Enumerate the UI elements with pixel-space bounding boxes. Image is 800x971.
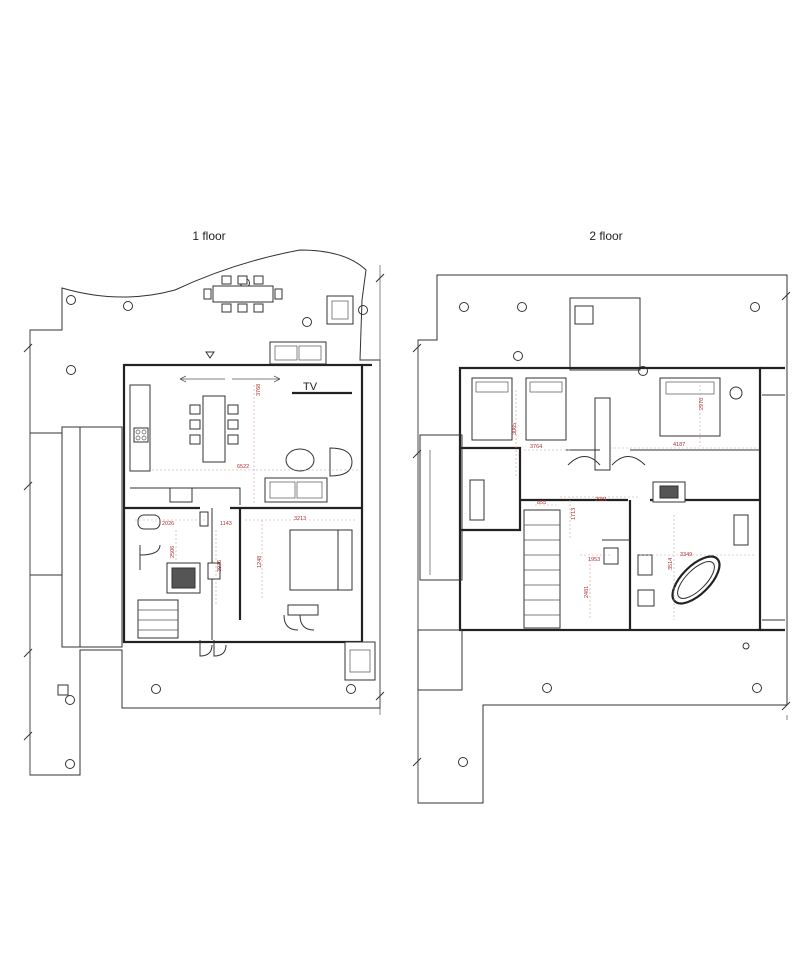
dim-label: 1953	[588, 557, 600, 563]
outdoor-dining-table	[203, 275, 283, 313]
front-door	[199, 640, 227, 657]
floor1-plan: TV	[29, 249, 381, 776]
post-circle	[638, 366, 648, 376]
sink	[137, 514, 161, 530]
balcony-projection	[569, 297, 641, 371]
post-circle	[750, 302, 760, 312]
outdoor-lounge-chair	[344, 641, 376, 681]
floor1-house-walls	[122, 363, 364, 644]
dim-label: 1713	[571, 508, 577, 520]
break-marks	[23, 273, 791, 767]
post-circle	[542, 683, 552, 693]
post-circle	[123, 301, 133, 311]
dim-label: 3764	[530, 444, 542, 450]
post-circle	[513, 351, 523, 361]
dim-label: 3349	[680, 552, 692, 558]
post-circle	[458, 757, 468, 767]
dim-label: 2506	[170, 546, 176, 558]
coffee-table	[285, 448, 315, 472]
dim-label: 2481	[584, 586, 590, 598]
balcony-fixture	[574, 305, 594, 325]
bed-single-1	[471, 377, 513, 441]
sink-floor2	[603, 547, 619, 565]
floor2-terrace-outline	[417, 274, 788, 804]
column-marker	[57, 684, 69, 696]
dim-label: 3065	[512, 423, 518, 435]
dim-label: 855	[537, 500, 546, 506]
living-sofa	[264, 477, 328, 503]
bathtub	[677, 561, 715, 599]
post-circle	[517, 302, 527, 312]
outdoor-armchair	[326, 295, 354, 325]
dim-label: 6522	[237, 464, 249, 470]
post-circle	[459, 302, 469, 312]
exterior-staircase-floor1	[61, 426, 123, 648]
post-circle	[66, 295, 76, 305]
dim-label: 1143	[220, 521, 232, 527]
staircase-floor1	[137, 599, 179, 639]
post-circle	[151, 684, 161, 694]
tv-label: TV	[303, 381, 318, 393]
post-circle	[752, 683, 762, 693]
post-circle	[742, 642, 750, 650]
toilet-floor2	[637, 589, 655, 607]
dining-table	[189, 395, 239, 463]
bed-floor1	[289, 529, 353, 591]
hallway-doors	[567, 456, 646, 466]
bed-single-2	[525, 377, 567, 441]
dim-label: 1248	[257, 556, 263, 568]
vanity	[733, 514, 749, 546]
window-sill	[287, 604, 319, 616]
post-circle	[302, 317, 312, 327]
dim-label: 2981	[595, 497, 607, 503]
outdoor-sofa	[269, 341, 327, 365]
dim-label: 3514	[668, 558, 674, 570]
dim-label: 3768	[256, 384, 262, 396]
dim-label: 3976	[217, 560, 223, 572]
post-circle	[346, 684, 356, 694]
entry-marker-icon	[205, 351, 215, 359]
post-circle	[65, 695, 75, 705]
exterior-staircase-floor2	[419, 434, 463, 581]
bed-double-floor2	[659, 377, 721, 437]
floor1-title: 1 floor	[192, 229, 226, 243]
post-circle	[66, 365, 76, 375]
dim-label: 3213	[294, 516, 306, 522]
bedroom-door	[283, 614, 315, 631]
post-circle	[358, 305, 368, 315]
floor2-plan: 3065 3764 2976 4187 855 2981 1713 1953 2…	[417, 274, 788, 804]
dim-label: 4187	[673, 442, 685, 448]
toilet	[199, 511, 209, 527]
interior-staircase	[523, 509, 561, 629]
wardrobe	[469, 479, 485, 521]
floor2-title: 2 floor	[589, 229, 623, 243]
dim-label: 2026	[162, 521, 174, 527]
dim-label: 2976	[699, 398, 705, 410]
bidet	[637, 554, 653, 576]
cooktop	[133, 427, 149, 443]
post-circle	[65, 759, 75, 769]
bedside-lamp	[729, 386, 743, 400]
armchair	[329, 447, 353, 477]
